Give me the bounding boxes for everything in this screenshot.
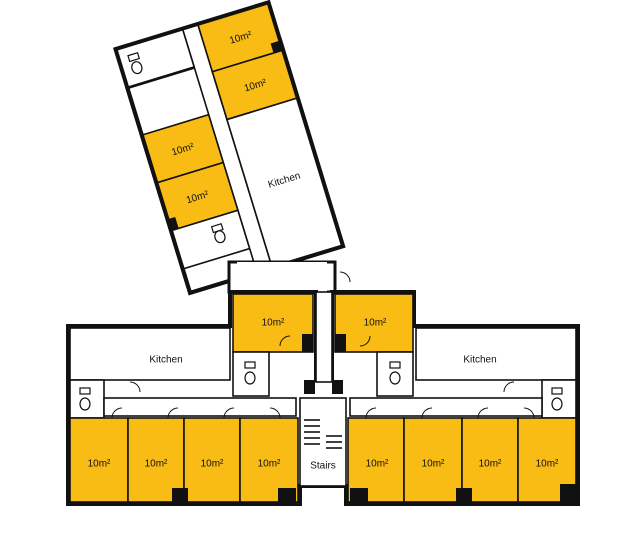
rooms-bottom-right: 10m² 10m² 10m² 10m² bbox=[347, 417, 577, 503]
toilet-icon bbox=[389, 361, 401, 385]
corridor-right bbox=[349, 397, 543, 417]
room-label: 10m² bbox=[364, 318, 387, 329]
toilet-icon bbox=[127, 52, 143, 75]
wall-block bbox=[332, 380, 343, 394]
room-center-right[interactable] bbox=[334, 293, 414, 353]
lower-building-outline bbox=[66, 290, 580, 506]
kitchen-right bbox=[415, 327, 577, 381]
kitchen-label: Kitchen bbox=[463, 355, 496, 366]
wardrobe-block bbox=[302, 334, 313, 352]
room-bottom-6[interactable] bbox=[403, 417, 463, 503]
room-label: 10m² bbox=[262, 318, 285, 329]
room-label: 10m² bbox=[536, 459, 559, 470]
toilet-icon bbox=[551, 387, 563, 411]
stairs-label: Stairs bbox=[310, 461, 336, 472]
room-bottom-3[interactable] bbox=[183, 417, 241, 503]
connector-inner bbox=[237, 262, 327, 292]
corridor-left bbox=[103, 397, 297, 417]
room-label: 10m² bbox=[258, 459, 281, 470]
room-label: 10m² bbox=[201, 459, 224, 470]
room-label: 10m² bbox=[479, 459, 502, 470]
room-center-left[interactable] bbox=[232, 293, 314, 353]
stairs-icon bbox=[304, 419, 342, 449]
wardrobe-block bbox=[350, 488, 368, 502]
central-corridor bbox=[315, 291, 333, 383]
room-label: 10m² bbox=[145, 459, 168, 470]
kitchen-left bbox=[69, 327, 231, 381]
room-label: 10m² bbox=[422, 459, 445, 470]
room-label: 10m² bbox=[366, 459, 389, 470]
room-label: 10m² bbox=[88, 459, 111, 470]
upper-wing: 10m² 10m² 10m² 10m² Kitchen bbox=[112, 0, 346, 296]
toilet-icon bbox=[210, 223, 226, 244]
toilet-icon bbox=[244, 361, 256, 385]
wall-block bbox=[304, 380, 315, 394]
upper-wing-wall bbox=[112, 0, 346, 296]
door-swing-icon bbox=[111, 271, 535, 419]
wardrobe-block bbox=[456, 488, 472, 502]
wardrobe-block bbox=[278, 488, 296, 502]
rooms-bottom-left: 10m² 10m² 10m² 10m² bbox=[69, 417, 299, 503]
kitchen-label: Kitchen bbox=[149, 355, 182, 366]
wardrobe-block bbox=[335, 334, 346, 352]
wardrobe-block bbox=[560, 484, 576, 502]
wardrobe-block bbox=[172, 488, 188, 502]
toilet-icon bbox=[79, 387, 91, 411]
